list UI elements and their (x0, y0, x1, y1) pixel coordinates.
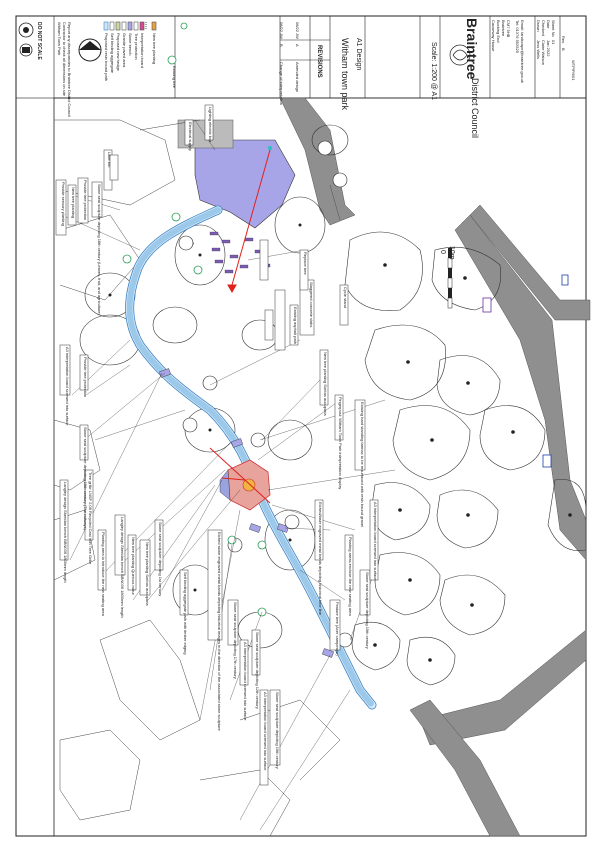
callout-a3-board-4: A3 interpretation board screwed into sur… (373, 502, 378, 581)
callout-new-tree-2: New tree planting Sorbus aucuparia (145, 542, 150, 606)
drawing-title: A1 Design (355, 38, 362, 71)
callout-existing-path: Existing asphalt path (293, 307, 298, 344)
callout-stone-seat-5: Stone seat sculpture depicting 12th cent… (255, 632, 260, 709)
org-sub: District Council (470, 78, 480, 139)
callout-cycle-stand: Cycle stand (343, 287, 348, 308)
callout-planting-area: Planting area to introduce the new seati… (101, 532, 106, 616)
legend-item-5: Stone bench (128, 33, 133, 56)
callout-new-tree-1: New tree planting (71, 187, 76, 219)
title-block (15, 15, 587, 99)
revision-b-desc: Change of interpretation (279, 62, 284, 105)
do-not-scale-logo (18, 22, 34, 57)
callout-etched-engraved: Etched/laser engraved metal bands depict… (318, 502, 323, 615)
callout-tree-protection-2: Provide tree protection (83, 357, 88, 398)
callout-electrical: Electrical supply (188, 122, 193, 151)
central-seating-area (219, 459, 271, 511)
revision-a-by: JW (295, 33, 300, 39)
callout-a3-board-1: A3 interpretation board screwed into sur… (65, 347, 70, 426)
revision-b-rev: B (279, 44, 284, 47)
callout-stone-seat-6: Stone seat sculpture depicting 15th cent… (275, 692, 280, 769)
marker-circles (178, 140, 353, 648)
callout-bin: Litter bin (107, 152, 112, 168)
callout-langley-1: Langley design Sheridan bench BBN036 180… (63, 482, 68, 583)
road-features (482, 274, 569, 468)
legend (103, 21, 188, 65)
callout-staggered: Staggered concrete slabs (309, 282, 314, 328)
callout-tree-grille: Tree grille LNSF 2.08 Recycled Cast Iron… (88, 472, 93, 565)
revision-b-date: 08/22 (279, 22, 284, 33)
drawing-scale: Scale: 1:200 @ A1 (430, 42, 437, 101)
disclaimer-note-3: Report any discrepancies to Braintree Di… (67, 22, 72, 117)
braintree-logo (449, 44, 471, 66)
file-ref: WTP/P/001 (571, 60, 576, 81)
legend-item-7: Interpretation board (140, 33, 145, 68)
rev-label: Rev (561, 36, 566, 44)
callout-stone-seat-3: Stone seat sculpture depicting 1st centu… (158, 522, 163, 597)
callout-sensory-planting: Provide sensory planting (61, 182, 66, 226)
callout-tree-protection-1: Provide tree protection (83, 180, 88, 221)
legend-item-1: Proposed resin bound path (104, 33, 109, 82)
callout-new-tree-quercus: New tree planting Quercus robur (131, 537, 136, 595)
callout-stone-seat-7: Stone seat sculpture depicting 19th cent… (365, 572, 370, 649)
project-title: Witham town park (340, 38, 350, 111)
new-tree-markers (122, 212, 267, 617)
callout-self-binding: Self binding aggregate path with timber … (183, 572, 188, 655)
service-lines (209, 146, 272, 504)
legend-item-9: Existing tree (172, 66, 177, 89)
revision-a-rev: A (295, 44, 300, 47)
rev-value: B (561, 48, 566, 51)
callout-planting-areas: Planting areas enclose the new seating a… (348, 537, 353, 616)
callout-new-tree-3: New tree planting Sorbus aucuparia (323, 352, 328, 416)
scale-bar-zero: 0 (439, 250, 446, 254)
callout-stone-seat-4: Stone seat sculpture depicting 17th cent… (233, 602, 238, 679)
legend-item-3: Proposed new hedge (116, 33, 121, 71)
legend-item-8: New tree planting (152, 33, 157, 65)
callout-langley-2: Langley design Sheridan bench BBN036 180… (120, 517, 125, 618)
revision-a-desc: Amended design (295, 62, 300, 93)
callout-etched-stone: Etched stone engraved metal bands depict… (217, 532, 222, 731)
address-4: CM7 9HB (506, 20, 511, 38)
legend-item-4: Granite paved area (122, 33, 127, 68)
org-name: Braintree (464, 18, 480, 80)
callout-lighting: Lighting electric box (208, 107, 213, 143)
callout-boxes (55, 104, 379, 786)
roads (279, 97, 591, 837)
contact-email: Email: landscape@braintree.gov.uk (520, 20, 525, 83)
revision-b-by: JW (279, 33, 284, 39)
scale-bar (447, 248, 453, 309)
scale-bar-max: 10m (448, 246, 455, 260)
revision-a-date: 08/22 (295, 22, 300, 33)
callout-replace-tree: Replace tree (303, 252, 308, 275)
callout-a3-board-3: A3 interpretation board screwed into sur… (263, 692, 268, 771)
legend-item-6: Tree protection (134, 33, 139, 60)
resin-bound-path (125, 205, 377, 710)
sheet-label: Sheet No (551, 20, 556, 37)
callout-stone-seat-1: Stone seat sculpture depicting 18th cent… (97, 184, 102, 315)
callout-a3-board-2: A3 interpretation board screwed into sur… (243, 642, 248, 721)
tree-centre-markers (108, 223, 572, 662)
do-not-scale-label: DO NOT SCALE (36, 22, 42, 60)
revisions-header: REVISIONS (316, 45, 322, 78)
legend-item-2: Self binding aggregate (110, 33, 115, 74)
callout-feature-tree: Feature tree (Acer campestre) (335, 602, 340, 656)
sheet-number: 01 (551, 40, 556, 45)
callout-fingerpost: Fingerpost: Witham Town Park interpretat… (338, 397, 343, 490)
callout-existing-hardstanding: Existing hard standing tarmac to be resu… (360, 402, 365, 527)
north-arrow-icon (78, 38, 102, 62)
